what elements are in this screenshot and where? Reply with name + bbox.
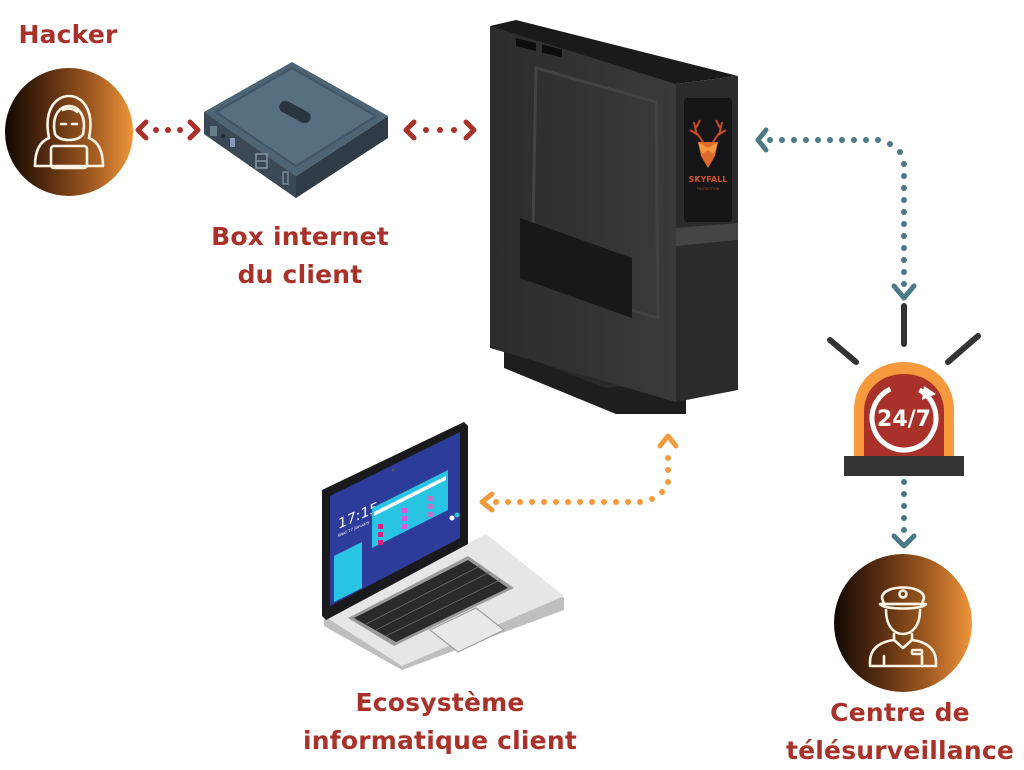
center-label-line2: télésurveillance — [785, 736, 1015, 765]
laptop-appliance-connector — [479, 433, 679, 513]
arrowhead-down — [891, 533, 917, 549]
alarm-247-text: 24/7 — [877, 407, 931, 432]
hacker-label: Hacker — [18, 20, 118, 49]
laptop-label-line1: Ecosystème — [355, 688, 525, 717]
laptop-label-line2: informatique client — [302, 726, 577, 755]
center-label: Centre de télésurveillance — [776, 694, 1024, 770]
dot — [437, 127, 443, 133]
dot — [901, 527, 907, 533]
arrowhead-right — [187, 119, 201, 141]
appliance-alarm-connector — [755, 127, 917, 301]
box-label: Box internet du client — [185, 218, 415, 294]
box-appliance-connector — [403, 119, 477, 141]
siren-ray — [945, 333, 981, 365]
dot — [451, 127, 457, 133]
box-label-line1: Box internet — [211, 222, 389, 251]
dot — [177, 127, 183, 133]
arrowhead-right — [463, 119, 477, 141]
skyfall-appliance-icon: SKYFALL PROTECTION — [490, 20, 738, 414]
dot — [901, 515, 907, 521]
brand-subtitle: PROTECTION — [697, 187, 720, 191]
security-center-node — [834, 554, 972, 692]
arrowhead-left — [479, 491, 495, 513]
security-guard-icon — [868, 586, 938, 668]
siren-ray — [827, 337, 859, 365]
brand-name: SKYFALL — [689, 175, 728, 184]
hacker-node — [5, 68, 133, 196]
center-label-line1: Centre de — [830, 698, 970, 727]
box-label-line2: du client — [237, 260, 363, 289]
arrowhead-left — [403, 119, 417, 141]
laptop-label: Ecosystème informatique client — [280, 684, 600, 760]
arrowhead-left — [755, 127, 769, 153]
laptop-icon: 17:15 Wed 17 January — [322, 422, 564, 670]
dot — [901, 503, 907, 509]
arrowhead-down — [891, 283, 917, 301]
dotted-path — [493, 455, 671, 505]
dot — [423, 127, 429, 133]
dot — [901, 491, 907, 497]
arrowhead-up — [657, 433, 679, 449]
arrowhead-left — [135, 119, 149, 141]
alarm-center-connector — [891, 479, 917, 549]
router-icon — [204, 62, 388, 198]
deer-logo — [689, 119, 727, 168]
siren-base — [844, 456, 964, 476]
dot — [165, 127, 171, 133]
dot — [901, 479, 907, 485]
dot — [153, 127, 159, 133]
hacker-box-connector — [135, 119, 201, 141]
hacker-icon — [33, 94, 105, 170]
alarm-siren-icon: 24/7 — [827, 303, 981, 476]
dotted-path — [767, 137, 907, 287]
